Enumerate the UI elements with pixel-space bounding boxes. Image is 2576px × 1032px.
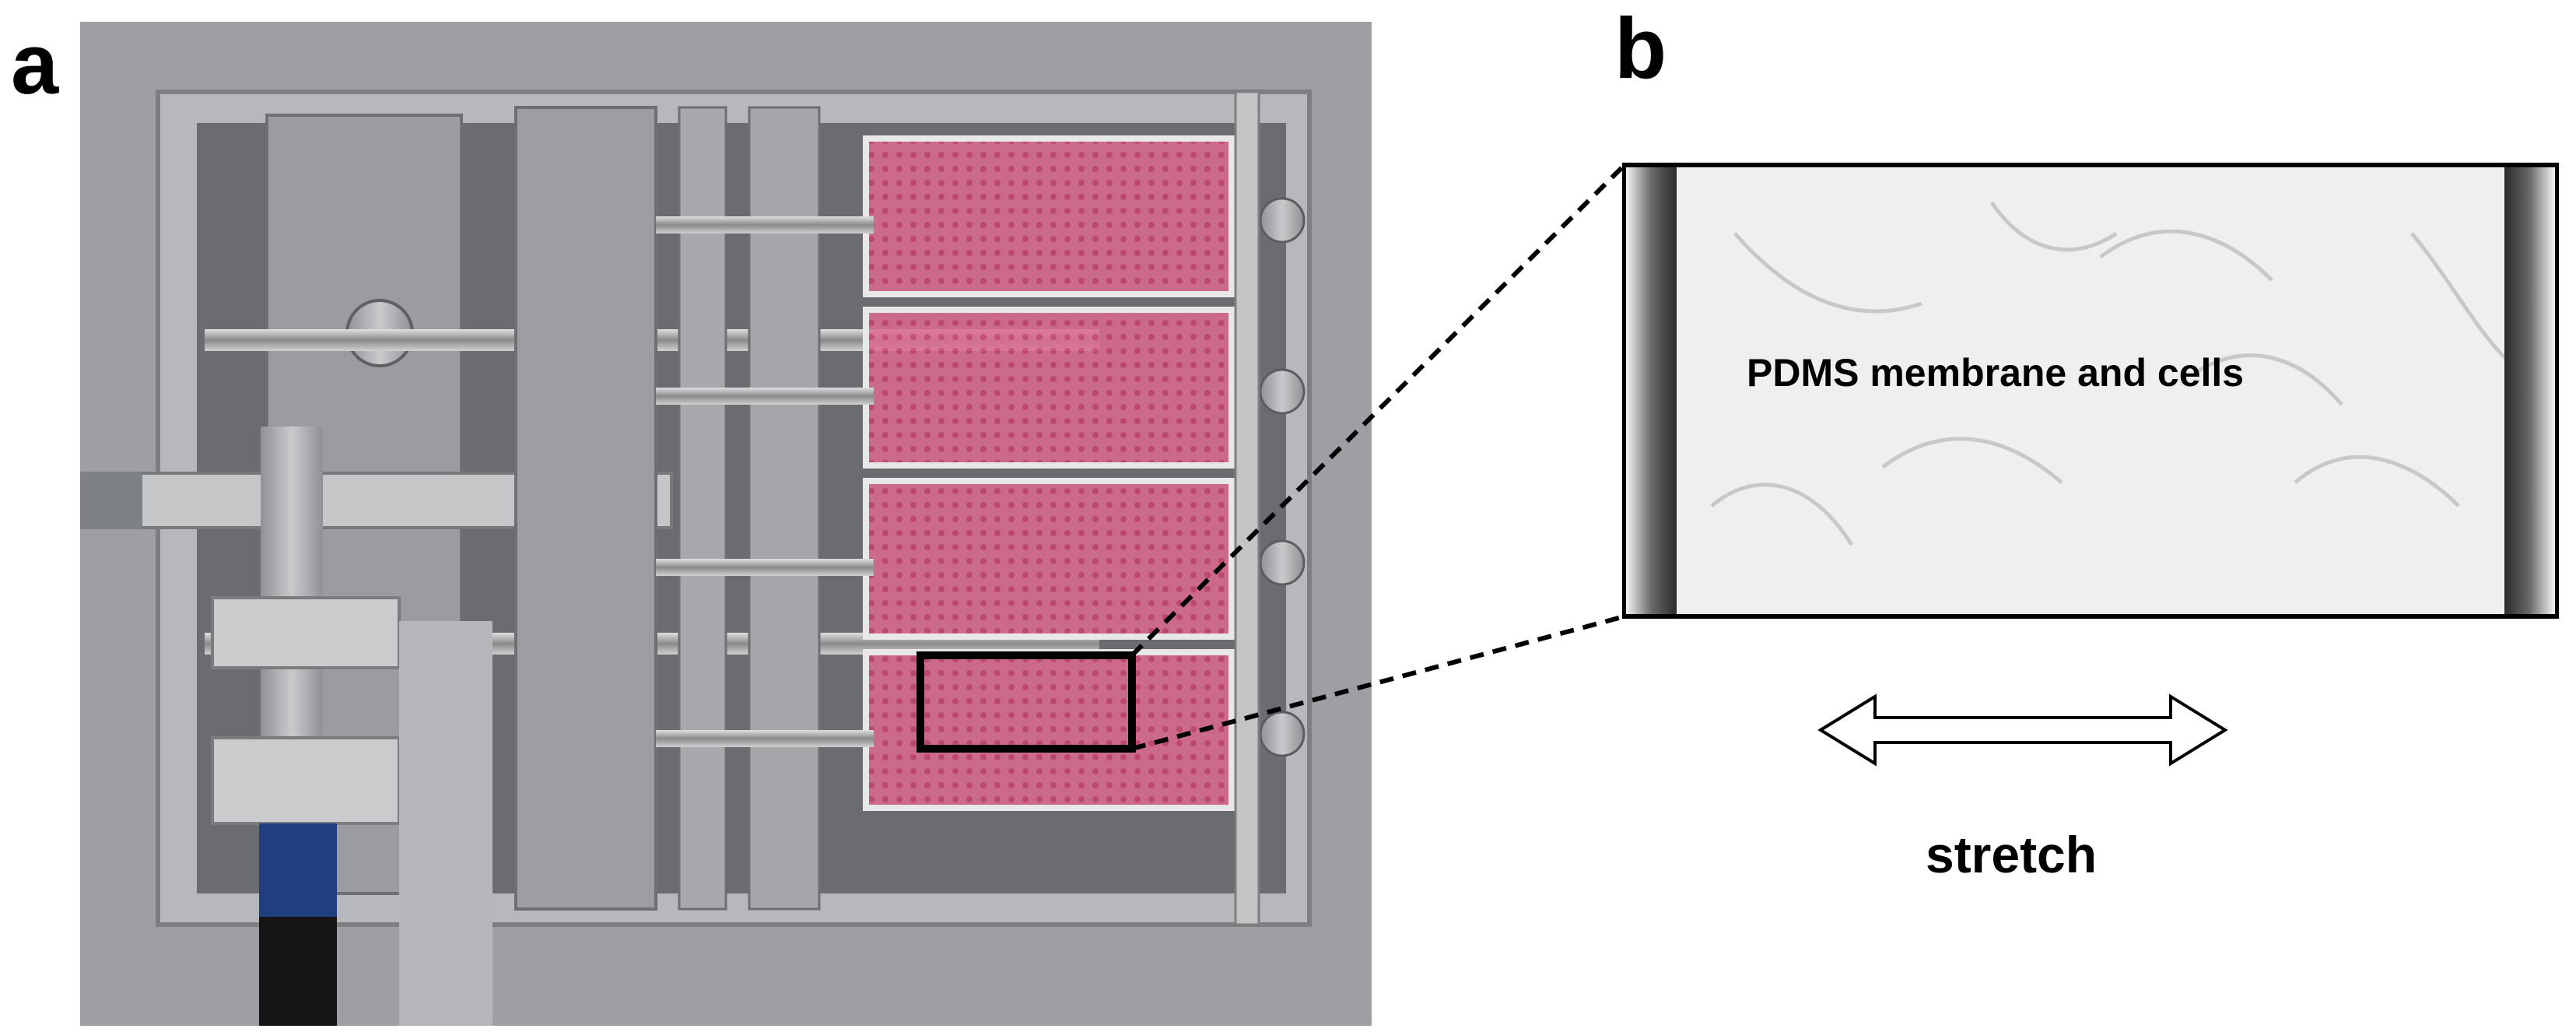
- middle-rail: [678, 106, 727, 911]
- motor-cable: [259, 917, 337, 1026]
- motor-coupling: [80, 472, 142, 529]
- support-plate: [399, 621, 492, 1026]
- stretching-device-photo: [80, 22, 1372, 1026]
- clamp-rail: [748, 106, 821, 911]
- left-clamp: [1626, 167, 1677, 614]
- right-clamp: [2504, 167, 2555, 614]
- panel-label-b: b: [1614, 1, 1667, 97]
- piston-rods: [656, 216, 874, 747]
- right-frame-bar: [1234, 90, 1260, 926]
- clamp-upper: [211, 596, 401, 669]
- stretch-label: stretch: [1926, 826, 2098, 883]
- middle-block: [514, 106, 657, 911]
- clamp-lower: [211, 736, 401, 825]
- membrane-label: PDMS membrane and cells: [1747, 351, 2245, 395]
- stretch-arrow: [1817, 693, 2228, 767]
- panel-label-a: a: [11, 16, 59, 112]
